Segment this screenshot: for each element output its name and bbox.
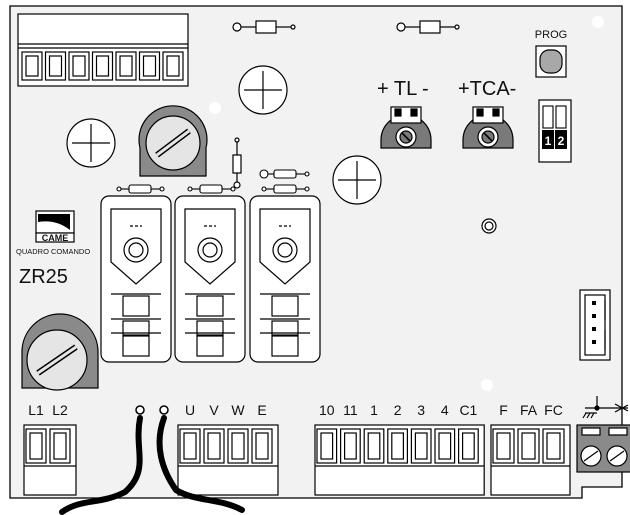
terminal-label-10: 10 [319, 402, 335, 418]
resistor-top-1 [232, 20, 296, 34]
earth-symbol-icon [582, 396, 629, 419]
relay [249, 195, 321, 363]
terminal-block-controls [314, 424, 485, 496]
terminal-block-limits [490, 424, 571, 496]
terminal-label-L1: L1 [28, 402, 44, 418]
terminal-label-FA: FA [520, 402, 538, 418]
dip-switch[interactable]: 1 2 [538, 99, 572, 163]
resistor-vertical [232, 137, 242, 189]
board-model: ZR25 [19, 266, 68, 288]
terminal-label-F: F [499, 402, 508, 418]
terminal-label-1: 1 [370, 402, 378, 418]
terminal-label-U: U [185, 402, 195, 418]
terminal-label-V: V [209, 402, 219, 418]
resistor-top-2 [396, 20, 460, 34]
prog-label: PROG [535, 29, 567, 41]
capacitor-2 [66, 118, 116, 168]
board-subtitle: QUADRO COMANDO [16, 247, 90, 256]
prog-button[interactable] [535, 45, 567, 78]
relay-group [100, 195, 321, 363]
dip-label-1: 1 [545, 134, 552, 148]
terminal-label-E: E [257, 402, 266, 418]
earth-terminal [576, 424, 630, 473]
terminal-label-W: W [231, 402, 245, 418]
led-indicator [481, 218, 497, 234]
side-connector [579, 289, 611, 361]
capacitor-1 [238, 65, 288, 115]
terminal-label-L2: L2 [52, 402, 68, 418]
tca-trimmer[interactable] [462, 106, 514, 149]
terminal-block-power [23, 424, 77, 496]
tl-trimmer[interactable] [380, 106, 432, 149]
relay [174, 195, 246, 363]
small-resistors [116, 169, 310, 194]
brand-text: CAME [42, 233, 69, 243]
dip-label-2: 2 [558, 134, 565, 148]
fuse-holder-top [138, 105, 208, 177]
tca-label: +TCA- [458, 78, 516, 100]
top-terminal-block [17, 13, 189, 87]
capacitor-3 [332, 155, 382, 205]
terminal-label-C1: C1 [459, 402, 477, 418]
terminal-label-3: 3 [417, 402, 425, 418]
terminal-block-motor [177, 424, 279, 496]
motor-cable [59, 405, 245, 515]
terminal-label-11: 11 [343, 402, 358, 418]
terminal-label-FC: FC [544, 402, 563, 418]
tl-label: + TL - [377, 78, 429, 100]
fuse-holder-bottom [21, 313, 99, 391]
relay [100, 195, 172, 363]
came-logo: CAME [35, 210, 75, 243]
terminal-label-2: 2 [394, 402, 402, 418]
terminal-label-4: 4 [441, 402, 449, 418]
